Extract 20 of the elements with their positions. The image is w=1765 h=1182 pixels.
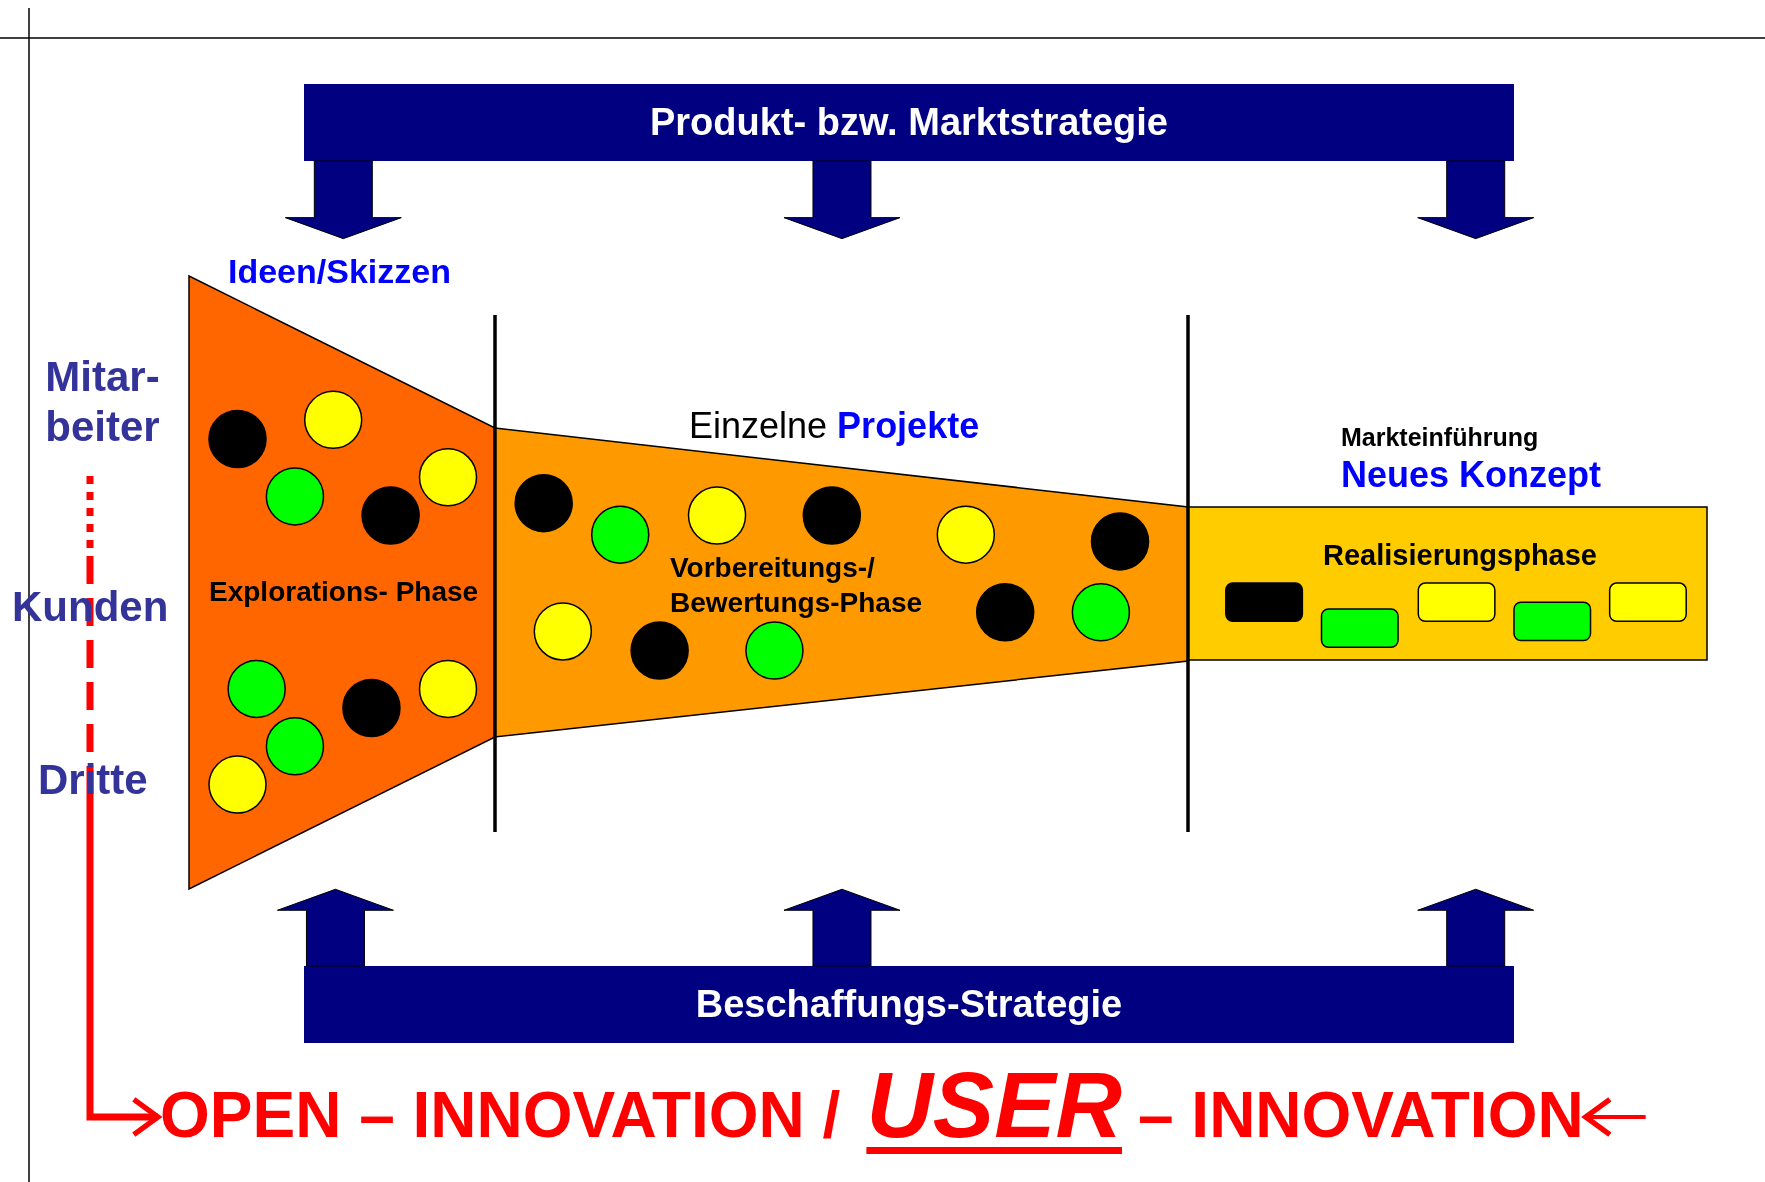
block-arrow [284, 160, 402, 240]
strategy-bar: Beschaffungs-Strategie [304, 966, 1514, 1043]
block-arrow [1417, 888, 1535, 967]
block-arrow [276, 888, 394, 967]
phase-label: Vorbereitungs-/ Bewertungs-Phase [670, 551, 924, 620]
arrow [1583, 1096, 1646, 1138]
block-arrow [1417, 160, 1535, 240]
headline-text: OPEN – INNOVATION / [160, 1080, 841, 1151]
headline-text: USER [866, 1055, 1122, 1157]
strategy-bar: Produkt- bzw. Marktstrategie [304, 84, 1514, 161]
stage-caption: Markteinführung [1341, 422, 1539, 453]
stage-caption: Einzelne Projekte [689, 404, 980, 448]
phase-label: Realisierungsphase [1323, 538, 1598, 573]
headline-text: – INNOVATION [1138, 1080, 1584, 1151]
stage-caption: Ideen/Skizzen [228, 251, 451, 292]
stage-caption: Neues Konzept [1341, 453, 1602, 497]
stakeholder-label: Mitar- beiter [30, 352, 175, 453]
block-arrow [783, 888, 901, 967]
phase-label: Explorations- Phase [209, 575, 480, 609]
block-arrow [783, 160, 901, 240]
